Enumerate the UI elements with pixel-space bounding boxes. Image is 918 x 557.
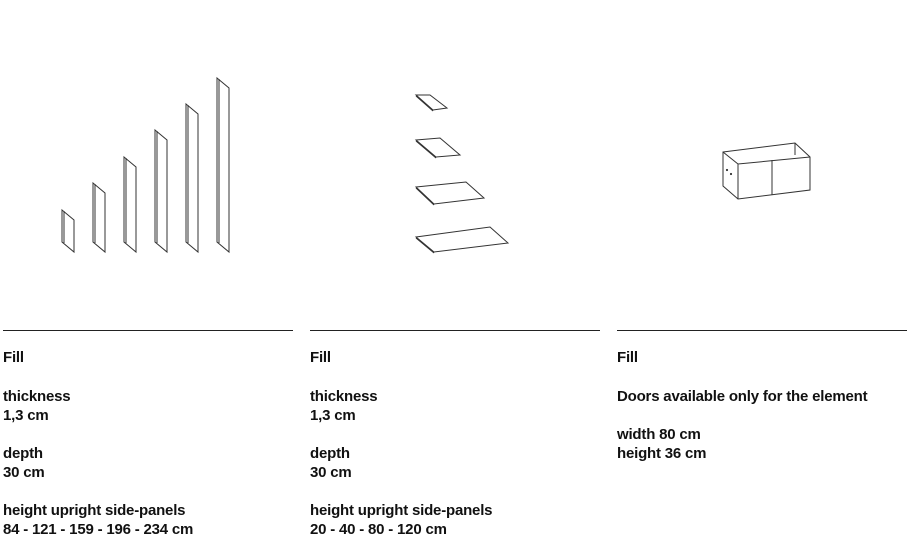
spec-column-shelves: Fill thickness 1,3 cm depth 30 cm height… — [310, 330, 600, 539]
spec-column-doors: Fill Doors available only for the elemen… — [617, 330, 907, 463]
spec-value: 1,3 cm — [310, 407, 356, 424]
spec-value: 1,3 cm — [3, 407, 49, 424]
divider — [617, 330, 907, 331]
spec-label: height upright side-panels — [310, 502, 493, 519]
cabinet-with-doors-drawing — [722, 142, 811, 200]
upright-side-panels-drawing — [61, 76, 230, 254]
spec-label: depth — [3, 445, 43, 462]
spec-value: 20 - 40 - 80 - 120 cm — [310, 521, 447, 538]
spec-width: width 80 cm — [617, 426, 701, 443]
spec-height: height 36 cm — [617, 445, 707, 462]
divider — [310, 330, 600, 331]
spec-value: 84 - 121 - 159 - 196 - 234 cm — [3, 521, 194, 538]
product-illustrations — [61, 76, 811, 254]
spec-column-upright-panels: Fill thickness 1,3 cm depth 30 cm height… — [3, 330, 293, 539]
spec-value: 30 cm — [3, 464, 45, 481]
column-title: Fill — [310, 349, 331, 366]
spec-value: 30 cm — [310, 464, 352, 481]
doors-note: Doors available only for the element — [617, 388, 868, 405]
spec-label: depth — [310, 445, 350, 462]
column-title: Fill — [617, 349, 638, 366]
divider — [3, 330, 293, 331]
spec-label: thickness — [310, 388, 378, 405]
spec-label: thickness — [3, 388, 71, 405]
shelves-drawing — [414, 94, 510, 254]
spec-label: height upright side-panels — [3, 502, 186, 519]
column-title: Fill — [3, 349, 24, 366]
